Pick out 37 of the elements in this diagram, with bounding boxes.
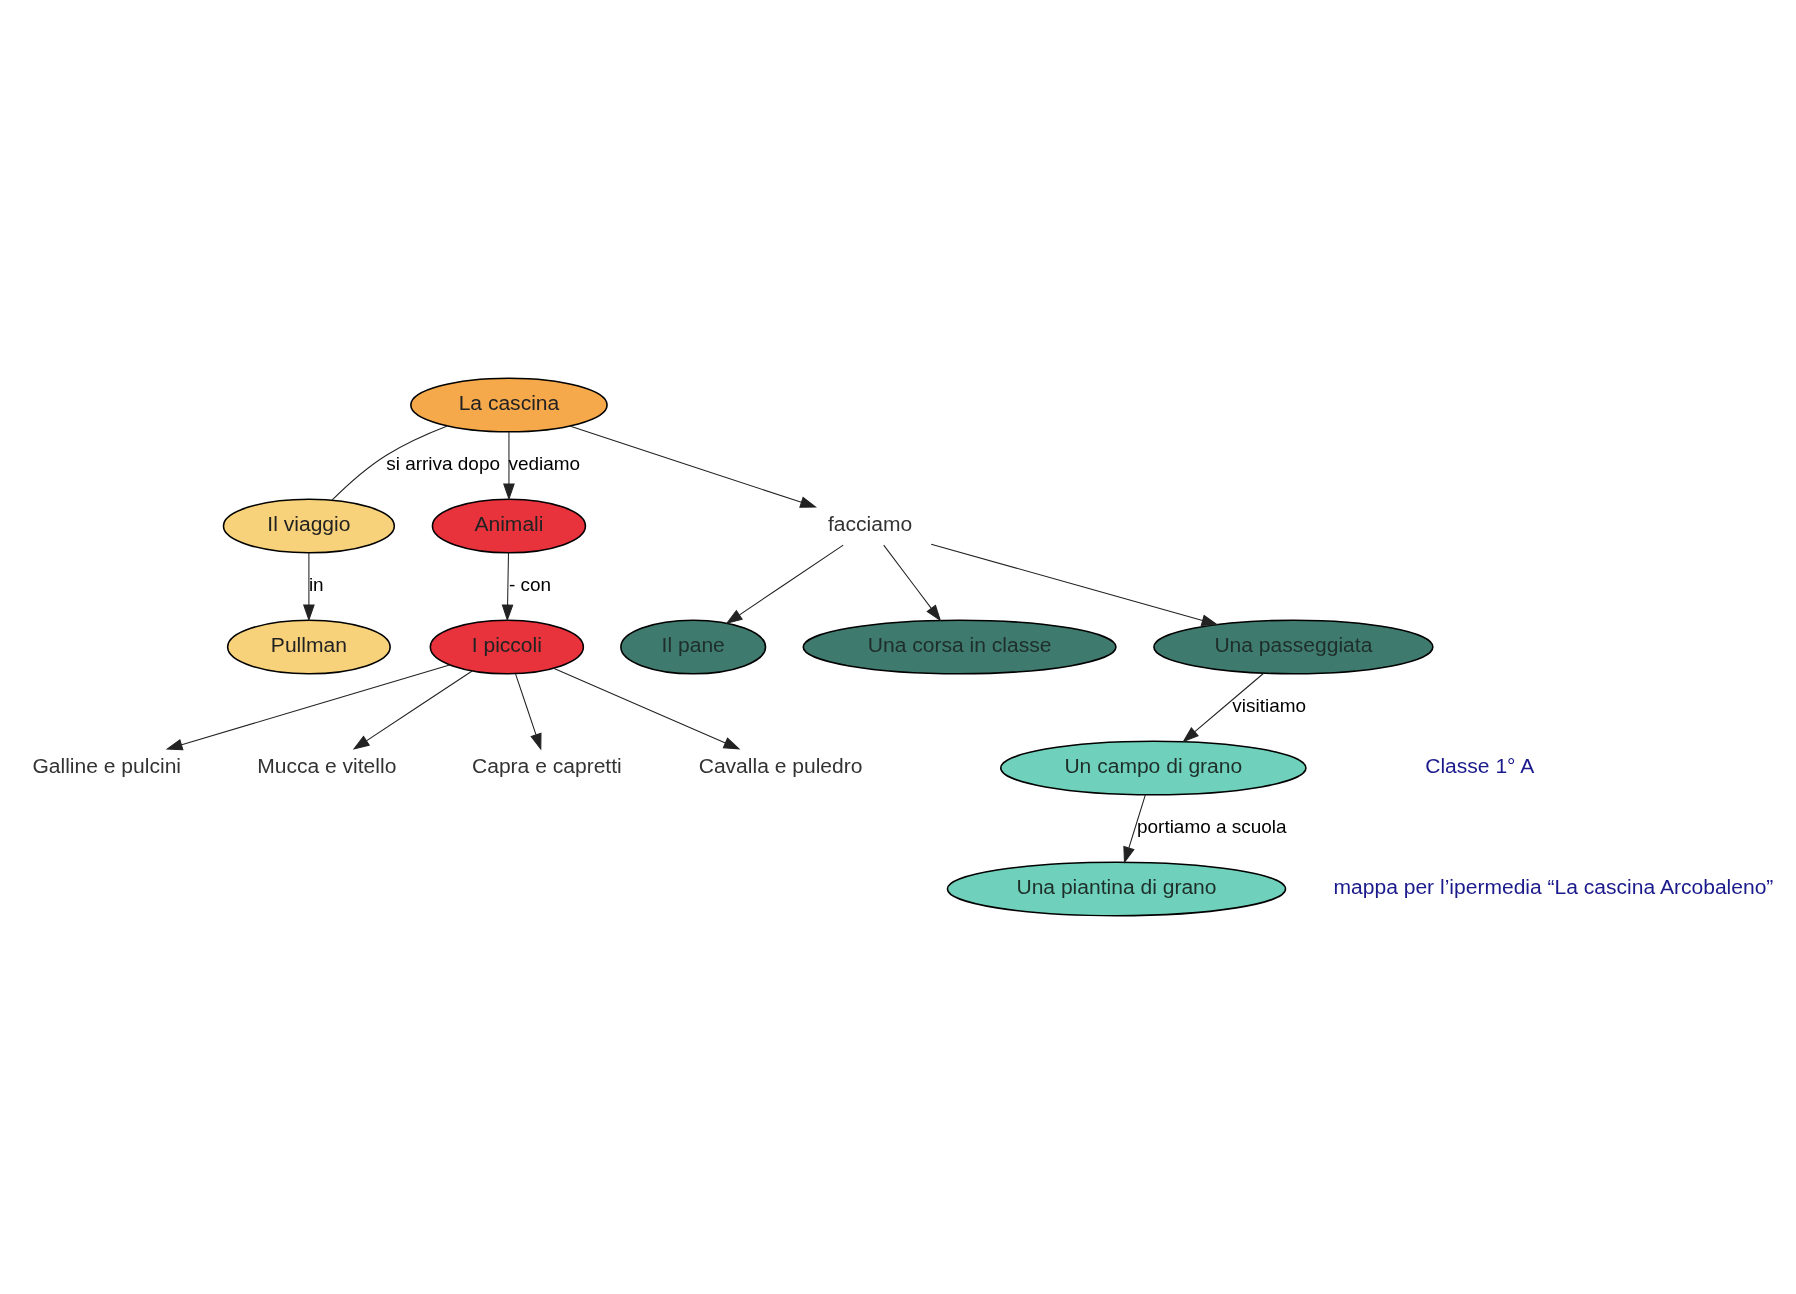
arrow bbox=[303, 552, 315, 622]
connector bbox=[331, 425, 448, 501]
arrow bbox=[352, 670, 473, 750]
node-ellipse: Il pane bbox=[620, 619, 767, 675]
node-text: Capra e capretti bbox=[471, 754, 622, 778]
arrow bbox=[725, 544, 844, 625]
node-ellipse: Animali bbox=[431, 498, 587, 554]
node-text: Mucca e vitello bbox=[257, 754, 397, 778]
node-ellipse: Il viaggio bbox=[222, 498, 396, 554]
arrow bbox=[1182, 672, 1265, 743]
label: Classe 1° A bbox=[1425, 754, 1535, 778]
node-ellipse: Una passeggiata bbox=[1153, 619, 1434, 675]
node-text: facciamo bbox=[827, 512, 913, 536]
edge-label: si arriva dopo bbox=[386, 453, 500, 475]
node-ellipse: La cascina bbox=[410, 377, 608, 433]
node-text: Cavalla e puledro bbox=[698, 754, 863, 778]
edge-label: portiamo a scuola bbox=[1137, 816, 1287, 838]
node-ellipse: I piccoli bbox=[429, 619, 585, 675]
node-ellipse: Una corsa in classe bbox=[802, 619, 1117, 675]
arrow bbox=[1123, 794, 1146, 864]
arrow bbox=[501, 552, 514, 622]
arrow bbox=[165, 664, 451, 751]
node-ellipse: Una piantina di grano bbox=[946, 861, 1287, 917]
arrow bbox=[515, 673, 542, 751]
arrow bbox=[553, 667, 741, 750]
edge-label: visitiamo bbox=[1232, 695, 1306, 717]
arrow bbox=[930, 543, 1219, 627]
node-ellipse: Pullman bbox=[226, 619, 391, 675]
label: mappa per l’ipermedia “La cascina Arcobaleno” bbox=[1333, 875, 1774, 899]
arrow bbox=[883, 544, 942, 622]
edge-label: in bbox=[308, 574, 324, 596]
edge-label: - con bbox=[508, 574, 552, 596]
node-text: Galline e pulcini bbox=[32, 754, 182, 778]
arrow bbox=[503, 431, 515, 501]
node-ellipse: Un campo di grano bbox=[999, 740, 1307, 796]
arrow bbox=[569, 425, 817, 508]
edge-label: vediamo bbox=[508, 453, 581, 475]
